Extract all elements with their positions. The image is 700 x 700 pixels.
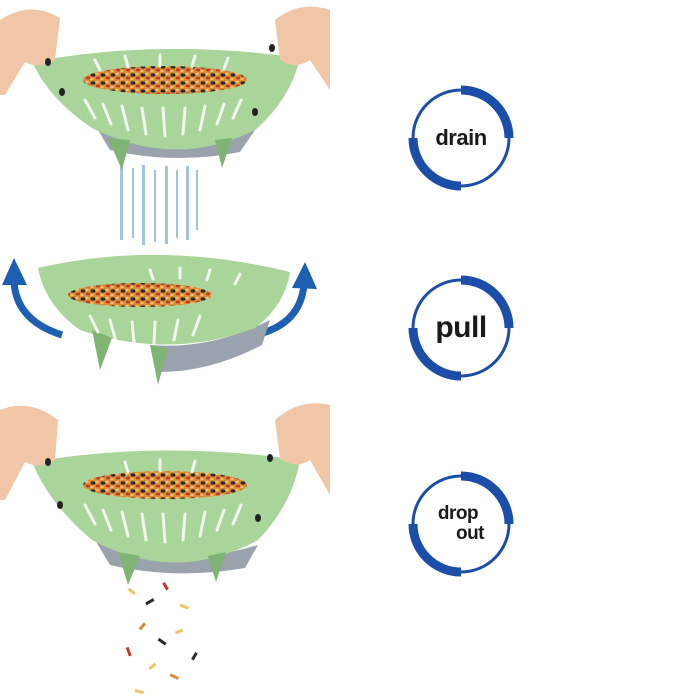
badge-label-drop-out: drop out [405, 468, 517, 580]
badge-label-drain: drain [435, 125, 487, 150]
badge-label-line2: out [455, 523, 485, 544]
badge-ring [408, 471, 514, 577]
badge-drop-out: drop out [405, 468, 517, 580]
badge-ring [408, 275, 514, 381]
curved-arrow-left-icon [10, 279, 64, 339]
water-stream [120, 165, 198, 245]
badge-label-pull: pull [435, 311, 487, 344]
scene-drop-out [0, 403, 330, 695]
scene-pull [2, 254, 317, 385]
badge-drain: drain [405, 82, 517, 194]
badge-label-line1: drop [437, 503, 479, 524]
falling-pasta [125, 582, 198, 695]
badge-pull: pull [405, 272, 517, 384]
badge-ring [408, 85, 514, 191]
scene-drain [0, 6, 330, 245]
